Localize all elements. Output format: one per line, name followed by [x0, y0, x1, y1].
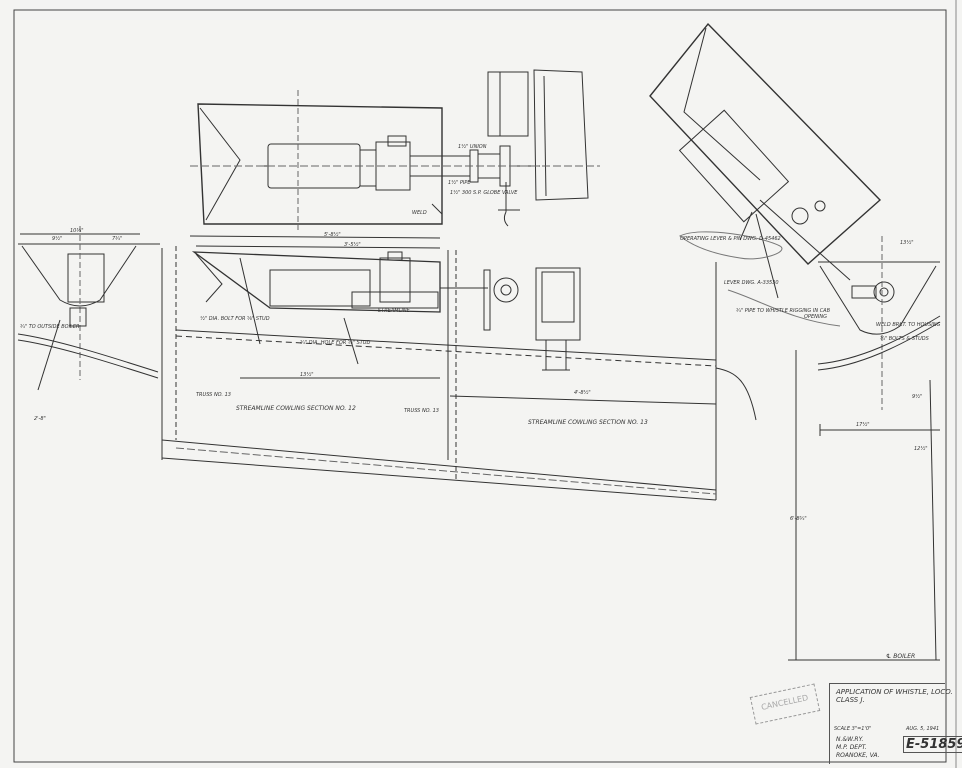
- label-weld-top: WELD: [412, 210, 427, 216]
- left-cross-section: [17, 226, 160, 391]
- dim-d7: 7¾": [112, 236, 122, 242]
- label-bolt-for-stud: ½" DIA. BOLT FOR ⅝" STUD: [200, 315, 270, 322]
- sheet-border: [13, 9, 947, 763]
- angled-housing-view: [649, 22, 882, 327]
- drawing-number: E-51859: [903, 736, 962, 753]
- label-pipe: 1½" PIPE: [448, 179, 471, 186]
- label-bolts-studs: ¾" BOLTS & STUDS: [880, 336, 930, 342]
- label-weld-brkt: WELD BRKT. TO HOUSING: [876, 322, 940, 328]
- title-block: APPLICATION OF WHISTLE, LOCO. CLASS J. S…: [829, 683, 962, 764]
- dim-d2: 3'-5½": [344, 241, 361, 248]
- drawing-date: AUG. 5, 1941: [906, 726, 940, 732]
- right-end-view: [788, 236, 941, 661]
- title-line-1: APPLICATION OF WHISTLE, LOCO.: [836, 688, 953, 696]
- dim-d1: 5'-8½": [324, 231, 341, 238]
- label-truss-left: TRUSS NO. 13: [196, 392, 231, 398]
- dim-d3: 13½": [300, 371, 314, 378]
- dim-d10: 13½": [900, 239, 914, 246]
- label-streamline-12: STREAMLINE COWLING SECTION NO. 12: [236, 405, 356, 412]
- dim-d9: 17½": [856, 421, 870, 428]
- dim-d11: 6'-8¾": [790, 516, 807, 522]
- side-elevation: [161, 235, 757, 501]
- title-line-2: CLASS J.: [836, 696, 865, 704]
- dimension-labels: 5'-8½" 3'-5½" 13½" 4'-8½" 10¾" 9½" 7¾" 2…: [34, 228, 928, 522]
- label-pipe-to-whistle: ¾" PIPE TO WHISTLE RIGGING IN CAB: [736, 308, 831, 314]
- label-union: 1½" UNION: [458, 143, 487, 150]
- drawing-title: APPLICATION OF WHISTLE, LOCO. CLASS J.: [836, 688, 953, 704]
- dim-d13: 9½": [912, 393, 922, 400]
- label-boiler-cl: ℄ BOILER: [886, 653, 915, 660]
- org-railway: N.&W.RY.: [836, 736, 864, 743]
- label-streamline-small: STREAMLINE: [378, 308, 411, 314]
- dim-d12: 12½": [914, 445, 928, 452]
- label-opening: OPENING: [804, 314, 827, 320]
- label-truss-mid: TRUSS NO. 13: [404, 408, 439, 414]
- dim-d5: 10¾": [70, 228, 84, 234]
- label-operating-lever: OPERATING LEVER & PIN DWG. D-45462: [680, 236, 781, 242]
- dim-d6: 9½": [52, 235, 62, 242]
- label-globe-valve: 1½" 300 S.P. GLOBE VALVE: [450, 189, 518, 196]
- label-lever-dwg: LEVER DWG. A-33530: [724, 280, 779, 286]
- dim-d8: 2'-8": [34, 416, 46, 422]
- label-streamline-13: STREAMLINE COWLING SECTION NO. 13: [528, 419, 648, 426]
- drawing-scale: SCALE 3"=1'0": [834, 726, 872, 732]
- org-location: ROANOKE, VA.: [836, 752, 880, 759]
- label-hole-stud: ¾" DIA. HOLE FOR ⅝" STUD: [300, 340, 370, 346]
- top-plan-view: [190, 69, 600, 230]
- dim-d4: 4'-8½": [574, 389, 591, 396]
- drawing-labels: 1½" UNION 1½" PIPE 1½" 300 S.P. GLOBE VA…: [20, 143, 940, 660]
- label-outside-boiler: ¾" TO OUTSIDE BOILER: [20, 324, 79, 330]
- org-department: M.P. DEPT.: [836, 744, 867, 751]
